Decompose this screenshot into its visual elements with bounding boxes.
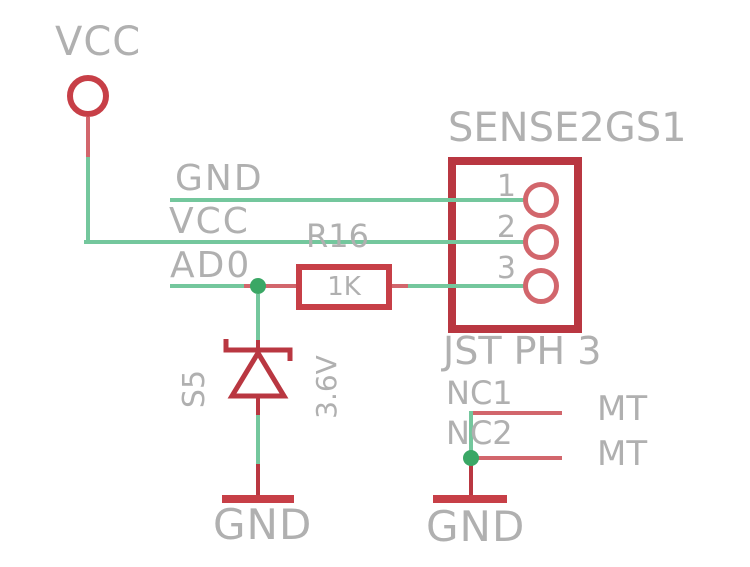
- nc2-label: NC2: [446, 414, 513, 452]
- diode-anode-stub[interactable]: [256, 395, 260, 415]
- nc2-pin-line[interactable]: [474, 456, 562, 460]
- nc2-junction-dot: [463, 450, 479, 466]
- nc-connect-wire[interactable]: [469, 411, 473, 458]
- net-ad0-wire[interactable]: [170, 284, 258, 288]
- vcc-drop-wire[interactable]: [86, 157, 90, 244]
- resistor-name-label: R16: [306, 217, 369, 255]
- zener-diode-icon[interactable]: [222, 334, 294, 402]
- pin-1-number: 1: [496, 169, 516, 204]
- nc-to-gnd-stub[interactable]: [469, 458, 473, 497]
- gnd-right-symbol-icon[interactable]: [433, 495, 507, 503]
- net-gnd-wire[interactable]: [170, 198, 524, 202]
- gnd-right-label: GND: [426, 502, 526, 551]
- gnd-left-label: GND: [213, 500, 313, 549]
- net-vcc-wire[interactable]: [84, 240, 524, 244]
- pin-2-circle-icon[interactable]: [523, 224, 559, 260]
- net-r16-pin3-wire[interactable]: [408, 284, 524, 288]
- connector-value-label: JST PH 3: [443, 329, 602, 373]
- resistor-value-label: 1K: [327, 272, 361, 302]
- vcc-power-pin-icon[interactable]: [67, 75, 109, 117]
- ad0-junction-dot: [250, 278, 266, 294]
- nc1-pin-line[interactable]: [470, 411, 562, 415]
- connector-body[interactable]: [448, 157, 582, 333]
- mt2-label: MT: [597, 434, 648, 474]
- net-vcc-label: VCC: [169, 201, 250, 242]
- resistor-right-stub[interactable]: [392, 284, 408, 288]
- pin-2-number: 2: [496, 210, 516, 245]
- resistor-r16-body[interactable]: 1K: [296, 264, 392, 310]
- resistor-left-stub[interactable]: [244, 284, 296, 288]
- junction-to-diode-wire[interactable]: [256, 294, 260, 340]
- diode-value-label: 3.6V: [310, 355, 343, 419]
- anode-gnd-wire[interactable]: [256, 415, 260, 464]
- gnd-left-symbol-icon[interactable]: [222, 495, 294, 503]
- pin-1-circle-icon[interactable]: [523, 182, 559, 218]
- mt1-label: MT: [597, 389, 648, 429]
- nc1-label: NC1: [446, 374, 513, 412]
- diode-name-label: S5: [177, 369, 212, 409]
- pin-3-number: 3: [496, 251, 516, 286]
- pin-3-circle-icon[interactable]: [523, 268, 559, 304]
- net-ad0-label: AD0: [170, 245, 252, 286]
- gnd-left-stub[interactable]: [256, 464, 260, 497]
- connector-name-label: SENSE2GS1: [448, 105, 687, 151]
- diode-cathode-stub[interactable]: [256, 340, 260, 354]
- net-gnd-label: GND: [175, 158, 264, 199]
- vcc-power-label: VCC: [55, 19, 142, 65]
- vcc-power-stub[interactable]: [86, 117, 90, 157]
